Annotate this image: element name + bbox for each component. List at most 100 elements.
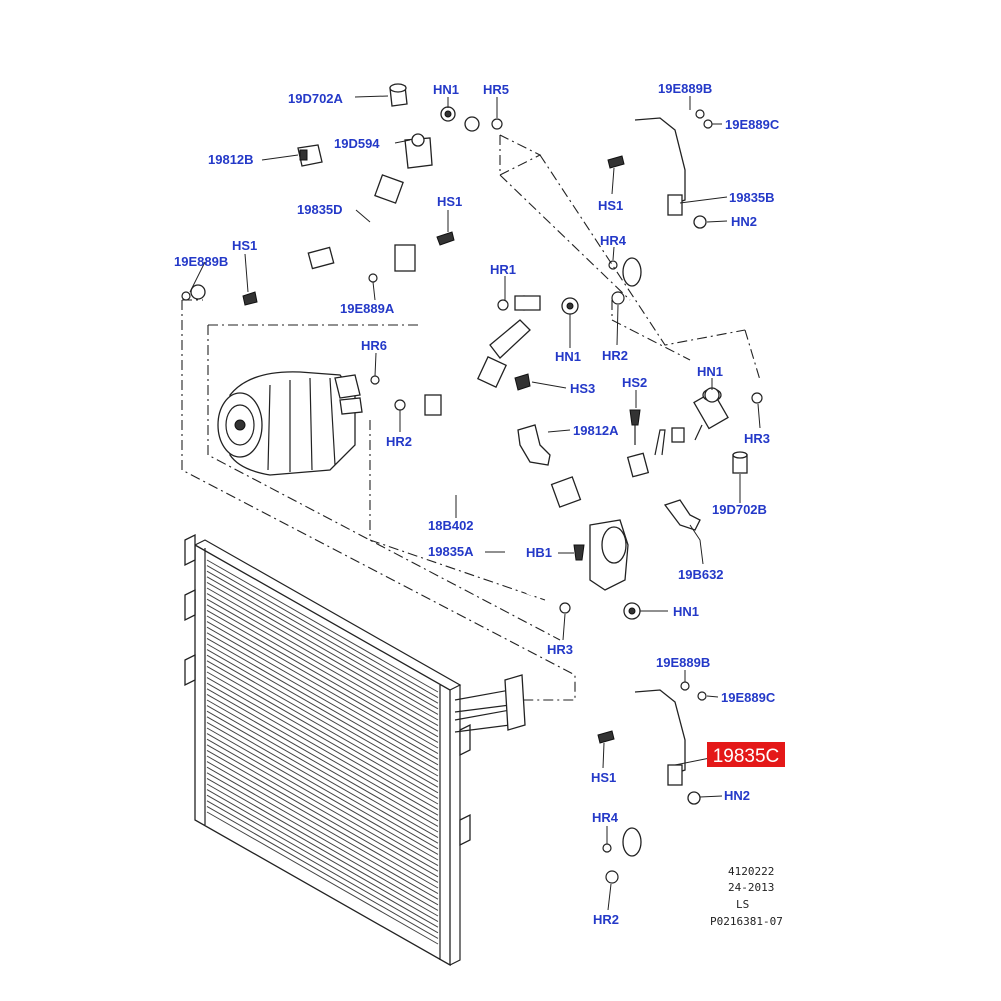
label-18B402: 18B402 — [428, 518, 474, 533]
condenser-fin — [206, 677, 439, 811]
label-19D594: 19D594 — [334, 136, 380, 151]
label-hr2-left: HR2 — [386, 434, 412, 449]
label-19835B: 19835B — [729, 190, 775, 205]
condenser-fin — [206, 805, 439, 939]
hose-19835A-lower — [500, 388, 745, 600]
condenser-fin — [206, 721, 439, 855]
highlight-19835C: 19835C — [707, 742, 785, 767]
condenser-fin — [206, 811, 439, 945]
condenser-fin — [206, 682, 439, 816]
condenser-fin — [206, 693, 439, 827]
condenser-fin — [206, 626, 439, 760]
reference-line-1: 4120222 — [728, 865, 774, 878]
reference-line-2: 24-2013 — [728, 881, 774, 894]
label-hn1-top: HN1 — [433, 82, 459, 97]
label-19812A: 19812A — [573, 423, 619, 438]
label-hr2-top-right: HR2 — [602, 348, 628, 363]
condenser-fin — [206, 565, 439, 699]
condenser-fin — [206, 789, 439, 923]
condenser-fin — [206, 621, 439, 755]
condenser-fin — [206, 688, 439, 822]
label-hs1-top-right: HS1 — [598, 198, 623, 213]
condenser-fin — [206, 570, 439, 704]
condenser-fin — [206, 637, 439, 771]
label-19835A: 19835A — [428, 544, 474, 559]
label-hr5: HR5 — [483, 82, 509, 97]
condenser-fin — [206, 632, 439, 766]
condenser-fin — [206, 609, 439, 743]
label-hn1-mid: HN1 — [555, 349, 581, 364]
label-hb1: HB1 — [526, 545, 552, 560]
label-19D702B: 19D702B — [712, 502, 767, 517]
condenser-fin — [206, 794, 439, 928]
hose-19835D — [190, 116, 493, 300]
hose-19835C — [597, 681, 707, 884]
condenser-fin — [206, 761, 439, 895]
condenser-fin — [206, 643, 439, 777]
label-19835C: 19835C — [713, 746, 780, 767]
leader-lines — [189, 95, 761, 911]
hose-19835B — [607, 109, 713, 305]
label-19E889C-bottom-right: 19E889C — [721, 690, 776, 705]
condenser-fin — [206, 598, 439, 732]
condenser-fin — [206, 738, 439, 872]
valve-cap-19D702A — [389, 83, 408, 107]
condenser-fin — [206, 660, 439, 794]
reference-line-3: LS — [736, 898, 749, 911]
condenser-fin — [206, 705, 439, 839]
sensor-19812B — [297, 144, 323, 167]
label-19E889B-top-right: 19E889B — [658, 81, 712, 96]
condenser-fin — [206, 649, 439, 783]
condenser-fin — [206, 587, 439, 721]
condenser-fin — [206, 581, 439, 715]
condenser-fins — [206, 559, 439, 945]
highlight-box — [707, 742, 785, 767]
condenser-fin — [206, 749, 439, 883]
condenser-fin — [206, 615, 439, 749]
condenser-fin — [206, 716, 439, 850]
condenser-fin — [206, 699, 439, 833]
label-19E889A: 19E889A — [340, 301, 395, 316]
condenser-fin — [206, 755, 439, 889]
label-19E889B-left: 19E889B — [174, 254, 228, 269]
label-hr4-bottom-right: HR4 — [592, 810, 619, 825]
condenser-fin — [206, 772, 439, 906]
label-hr3-bottom: HR3 — [547, 642, 573, 657]
label-hs1-top: HS1 — [437, 194, 462, 209]
label-hn1-bottom: HN1 — [673, 604, 699, 619]
condenser-fin — [206, 733, 439, 867]
label-hs1-left: HS1 — [232, 238, 257, 253]
label-19E889C-top-right: 19E889C — [725, 117, 780, 132]
label-19835D: 19835D — [297, 202, 343, 217]
label-hn2-top-right: HN2 — [731, 214, 757, 229]
label-19B632: 19B632 — [678, 567, 724, 582]
label-hn2-bottom-right: HN2 — [724, 788, 750, 803]
condenser-fin — [206, 671, 439, 805]
reference-line-4: P0216381-07 — [710, 915, 783, 928]
condenser-fin — [206, 604, 439, 738]
condenser-fin — [206, 654, 439, 788]
label-19E889B-bottom-right: 19E889B — [656, 655, 710, 670]
compressor — [217, 371, 363, 476]
label-19D702A: 19D702A — [288, 91, 344, 106]
hose-19835A — [394, 244, 541, 494]
condenser-fin — [206, 559, 439, 693]
reference-block: 4120222 24-2013 LS P0216381-07 — [710, 865, 783, 928]
small-parts — [181, 106, 763, 620]
condenser-fin — [206, 800, 439, 934]
condenser-fin — [206, 744, 439, 878]
condenser-fin — [206, 665, 439, 799]
condenser — [184, 533, 526, 967]
condenser-fin — [206, 727, 439, 861]
condenser-fin — [206, 593, 439, 727]
condenser-fin — [206, 777, 439, 911]
label-hs3: HS3 — [570, 381, 595, 396]
guide-lines — [181, 134, 761, 701]
condenser-fin — [206, 783, 439, 917]
label-hr3-right: HR3 — [744, 431, 770, 446]
condenser-fin — [206, 766, 439, 900]
label-hn1-right: HN1 — [697, 364, 723, 379]
label-hs1-bottom-right: HS1 — [591, 770, 616, 785]
label-hr4-top-right: HR4 — [600, 233, 627, 248]
part-labels: 19D702A HN1 HR5 19D594 19812B 19835D HS1… — [174, 81, 780, 927]
